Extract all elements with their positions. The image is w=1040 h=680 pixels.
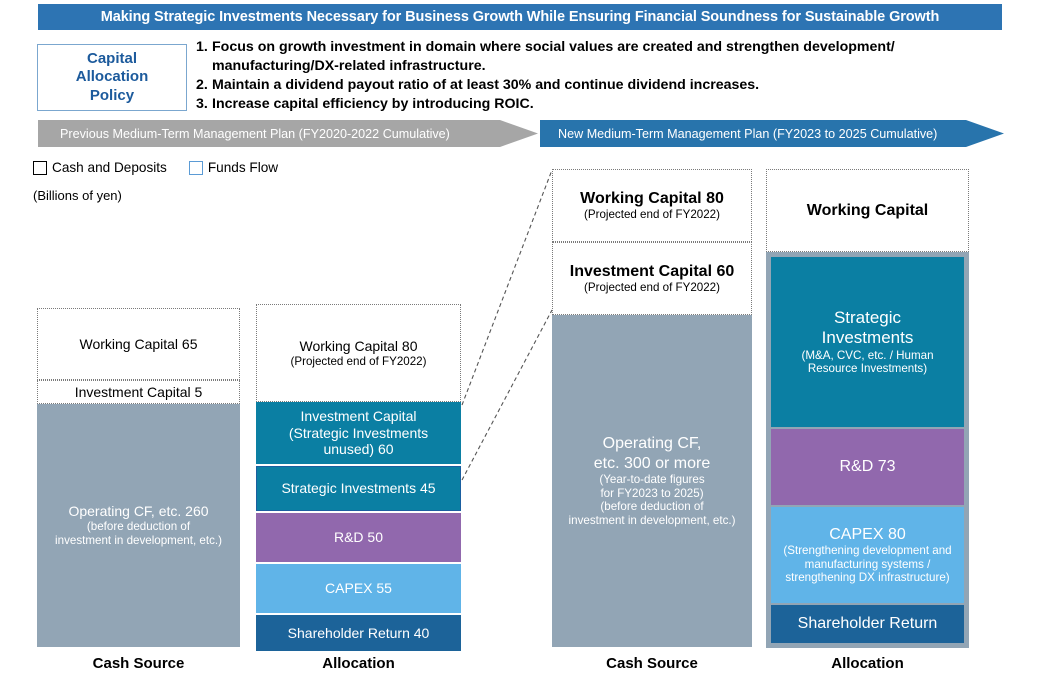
col3-operating-cf-300-or-more: Operating CF, etc. 300 or more (Year-to-… [552, 315, 752, 647]
legend-label: Cash and Deposits [52, 160, 167, 175]
segment-main-label: Working Capital [806, 201, 929, 219]
col4-shareholder-return: Shareholder Return [771, 605, 964, 643]
policy-label-line-1: Capital [86, 50, 137, 68]
policy-label-line-3: Policy [89, 86, 135, 104]
segment-sub-label: for FY2023 to 2025) [600, 486, 704, 500]
col1-axis-label: Cash Source [92, 655, 185, 672]
segment-main-label: unused) 60 [323, 441, 394, 458]
capital-allocation-policy-label: Capital Allocation Policy [76, 50, 149, 105]
policy-list-item: 2. Maintain a dividend payout ratio of a… [196, 76, 986, 95]
banner-new-plan: New Medium-Term Management Plan (FY2023 … [540, 120, 1004, 147]
segment-sub-label: (Projected end of FY2022) [584, 281, 720, 295]
col2-axis-label: Allocation [322, 655, 395, 672]
segment-sub-label: (before deduction of [86, 520, 191, 534]
segment-sub-label: (Strengthening development and [783, 544, 952, 558]
legend-swatch-icon [188, 160, 203, 175]
segment-sub-label: Resource Investments) [807, 362, 928, 376]
capital-allocation-policy-box: Capital Allocation Policy [37, 44, 187, 111]
units-note: (Billions of yen) [33, 188, 122, 203]
col1-operating-cf-260: Operating CF, etc. 260 (before deduction… [37, 404, 240, 647]
segment-main-label: Operating CF, etc. 260 [68, 503, 209, 520]
legend-item-funds-flow: Funds Flow [188, 160, 279, 175]
col4-capex-80: CAPEX 80 (Strengthening development and … [771, 507, 964, 603]
slide-title: Making Strategic Investments Necessary f… [100, 9, 940, 25]
segment-sub-label: (before deduction of [600, 500, 704, 514]
col4-working-capital: Working Capital [766, 169, 969, 252]
segment-main-label: Working Capital 80 [299, 337, 418, 354]
col4-rnd-73: R&D 73 [771, 429, 964, 505]
segment-main-label: R&D 50 [333, 529, 384, 546]
policy-item-text: Increase capital efficiency by introduci… [212, 95, 534, 112]
col2-investment-capital-unused-60: Investment Capital (Strategic Investment… [256, 402, 461, 464]
policy-list-item: 3. Increase capital efficiency by introd… [196, 95, 986, 114]
segment-sub-label: manufacturing systems / [804, 557, 931, 571]
col3-axis-label: Cash Source [606, 655, 698, 672]
col3-working-capital-80: Working Capital 80 (Projected end of FY2… [552, 169, 752, 242]
col4-axis-label: Allocation [831, 655, 904, 672]
banner-previous-plan-label: Previous Medium-Term Management Plan (FY… [60, 126, 450, 141]
segment-main-label: Investments [821, 328, 914, 348]
col2-strategic-investments-45: Strategic Investments 45 [256, 466, 461, 511]
policy-item-number: 1. [196, 39, 208, 55]
connector-lines [461, 169, 553, 481]
policy-list-item: 1. Focus on growth investment in domain … [196, 38, 986, 76]
policy-item-number: 2. [196, 76, 208, 93]
segment-sub-label: (Projected end of FY2022) [290, 354, 427, 368]
segment-main-label: Working Capital 65 [79, 335, 198, 352]
slide-title-bar: Making Strategic Investments Necessary f… [38, 4, 1002, 30]
segment-sub-label: investment in development, etc.) [568, 513, 736, 527]
segment-main-label: CAPEX 55 [325, 580, 392, 597]
segment-main-label: Investment Capital [300, 407, 417, 424]
segment-main-label: CAPEX 80 [829, 525, 906, 543]
col2-working-capital-80: Working Capital 80 (Projected end of FY2… [256, 304, 461, 402]
segment-main-label: Strategic Investments 45 [281, 480, 436, 497]
legend-item-cash-and-deposits: Cash and Deposits [33, 160, 167, 175]
legend-label: Funds Flow [207, 160, 279, 175]
legend-swatch-icon [33, 160, 47, 175]
policy-item-text: Maintain a dividend payout ratio of at l… [212, 76, 760, 93]
col2-shareholder-return-40: Shareholder Return 40 [256, 615, 461, 651]
col2-rnd-50: R&D 50 [256, 513, 461, 562]
col2-capex-55: CAPEX 55 [256, 564, 461, 613]
segment-sub-label: investment in development, etc.) [55, 533, 222, 547]
segment-sub-label: (Projected end of FY2022) [584, 208, 720, 222]
segment-sub-label: (Year-to-date figures [599, 472, 705, 486]
segment-main-label: Strategic [833, 307, 902, 327]
legend: Cash and Deposits Funds Flow [33, 160, 300, 175]
policy-label-line-2: Allocation [75, 68, 149, 86]
segment-main-label: Investment Capital 60 [569, 263, 735, 281]
segment-main-label: etc. 300 or more [593, 454, 711, 472]
col1-investment-capital-5: Investment Capital 5 [37, 380, 240, 404]
policy-list: 1. Focus on growth investment in domain … [196, 38, 986, 114]
segment-sub-label: (M&A, CVC, etc. / Human [801, 348, 934, 362]
segment-sub-label: strengthening DX infrastructure) [785, 571, 950, 585]
col3-investment-capital-60: Investment Capital 60 (Projected end of … [552, 242, 752, 315]
banner-new-plan-label: New Medium-Term Management Plan (FY2023 … [558, 126, 938, 141]
segment-main-label: Operating CF, [602, 435, 702, 453]
banner-previous-plan: Previous Medium-Term Management Plan (FY… [38, 120, 538, 147]
policy-item-number: 3. [196, 95, 208, 112]
segment-main-label: Working Capital 80 [580, 190, 724, 208]
segment-main-label: (Strategic Investments [288, 424, 429, 441]
policy-item-text: Focus on growth investment in domain whe… [212, 39, 895, 74]
col4-strategic-investments: Strategic Investments (M&A, CVC, etc. / … [771, 257, 964, 427]
segment-main-label: Shareholder Return [797, 615, 938, 633]
col1-working-capital-65: Working Capital 65 [37, 308, 240, 380]
segment-main-label: R&D 73 [839, 458, 896, 476]
segment-main-label: Shareholder Return 40 [287, 624, 430, 641]
segment-main-label: Investment Capital 5 [74, 383, 203, 400]
